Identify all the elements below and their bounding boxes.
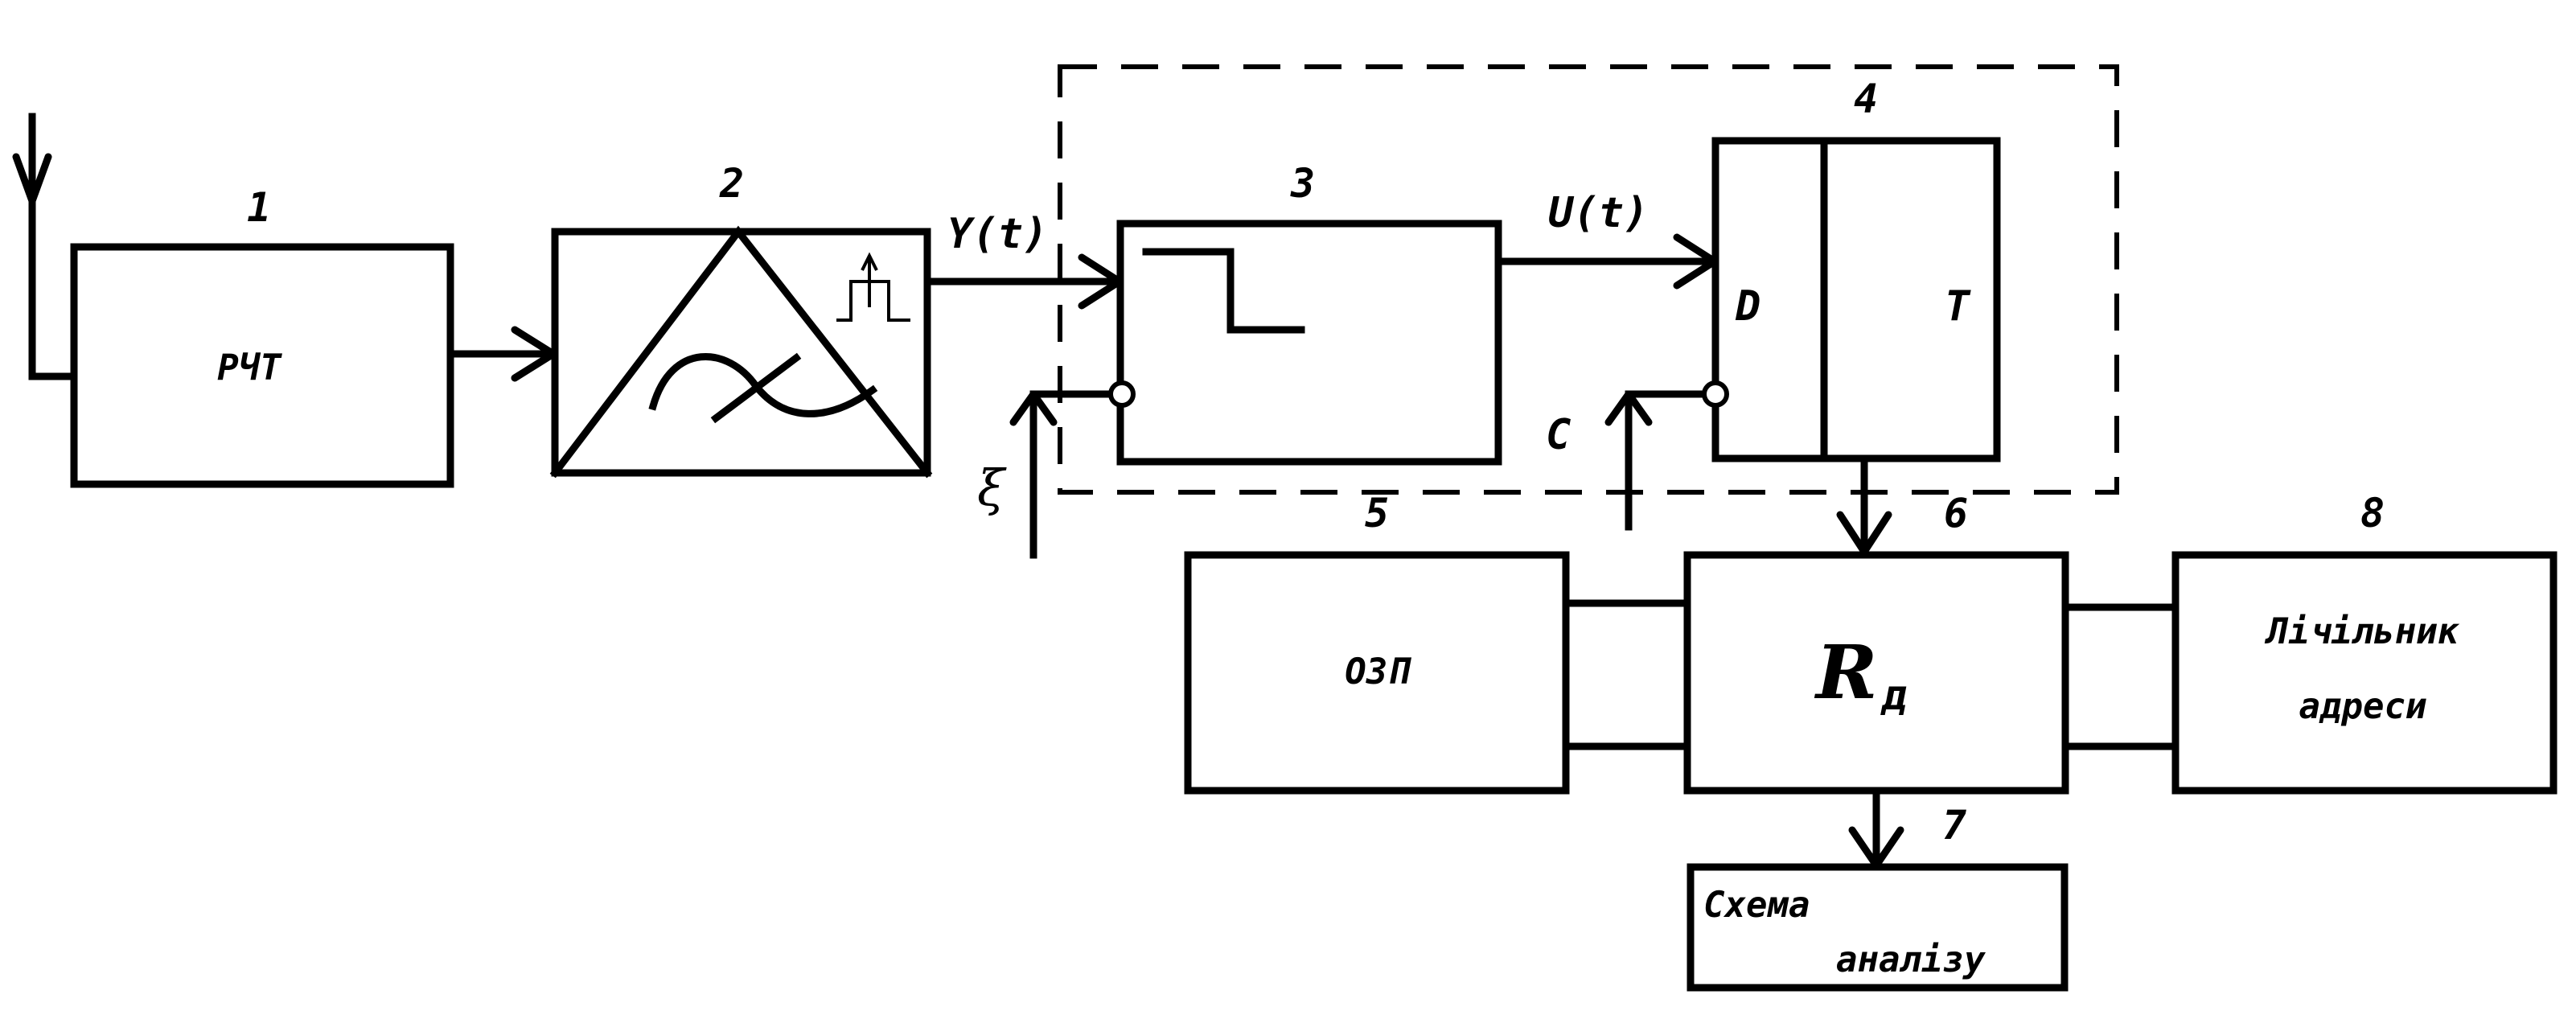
signal-u-label: U(t)	[1548, 189, 1649, 237]
block-3-comparator	[1116, 220, 1502, 466]
block-4-input-d: D	[1735, 282, 1760, 331]
block-7-analysis	[1687, 863, 2069, 992]
threshold-input	[1009, 380, 1136, 559]
block-5-number: 5	[1365, 490, 1389, 536]
clock-input	[1604, 380, 1729, 531]
signal-y-label: Y(t)	[947, 210, 1048, 258]
block-6-label-subscript: д	[1880, 672, 1907, 720]
block-7-label-line1: Схема	[1703, 885, 1810, 926]
block-1-rf-tract	[70, 243, 454, 488]
block-8-label-line1: Лічільник	[2265, 611, 2460, 652]
block-6-number: 6	[1944, 490, 1968, 536]
threshold-label: ξ	[977, 458, 1007, 517]
block-2-number: 2	[719, 160, 744, 207]
block-6-label: R	[1814, 629, 1877, 716]
block-1-label: РЧТ	[217, 347, 282, 388]
block-2-filter	[549, 225, 933, 479]
block-8-label-line2: адреси	[2299, 686, 2427, 727]
block-4-output-t: T	[1945, 282, 1971, 331]
bus-5-6	[1562, 599, 1691, 750]
block-3-number: 3	[1290, 160, 1315, 207]
block-5-label: ОЗП	[1345, 651, 1411, 692]
block-6-register	[1683, 551, 2069, 795]
block-7-label-line2: аналізу	[1836, 939, 1986, 980]
block-4-d-trigger	[1711, 137, 2001, 462]
block-4-number: 4	[1854, 76, 1878, 122]
clock-label: C	[1546, 411, 1571, 459]
antenna-input	[12, 113, 78, 380]
block-8-address-counter	[2171, 551, 2558, 795]
block-8-number: 8	[2360, 490, 2385, 536]
block-1-number: 1	[247, 184, 271, 231]
block-7-number: 7	[1942, 802, 1966, 849]
block-5-ram	[1184, 551, 1570, 795]
dashed-enclosure	[1058, 64, 2119, 495]
bus-6-8	[2061, 603, 2180, 750]
